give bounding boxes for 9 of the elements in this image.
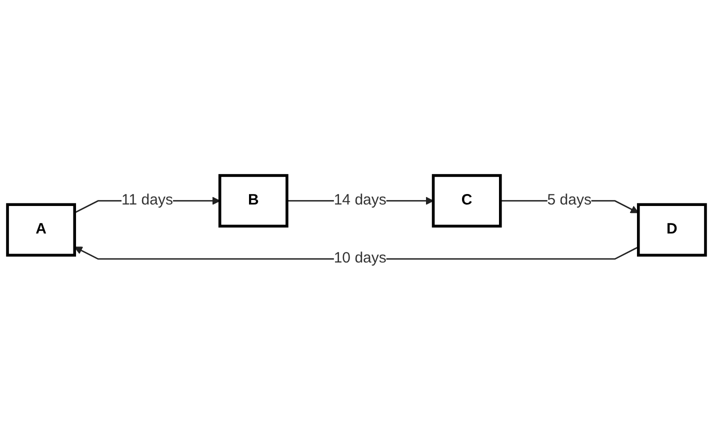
edge-label: 5 days	[547, 192, 592, 208]
edge-label: 10 days	[334, 250, 386, 266]
node-box: C	[432, 174, 502, 228]
node-box: A	[6, 202, 76, 256]
edge-label: 14 days	[334, 192, 386, 208]
node-box: D	[636, 202, 707, 256]
node-box: B	[218, 174, 288, 228]
arrow	[74, 246, 639, 260]
edge-label: 11 days	[122, 192, 173, 208]
